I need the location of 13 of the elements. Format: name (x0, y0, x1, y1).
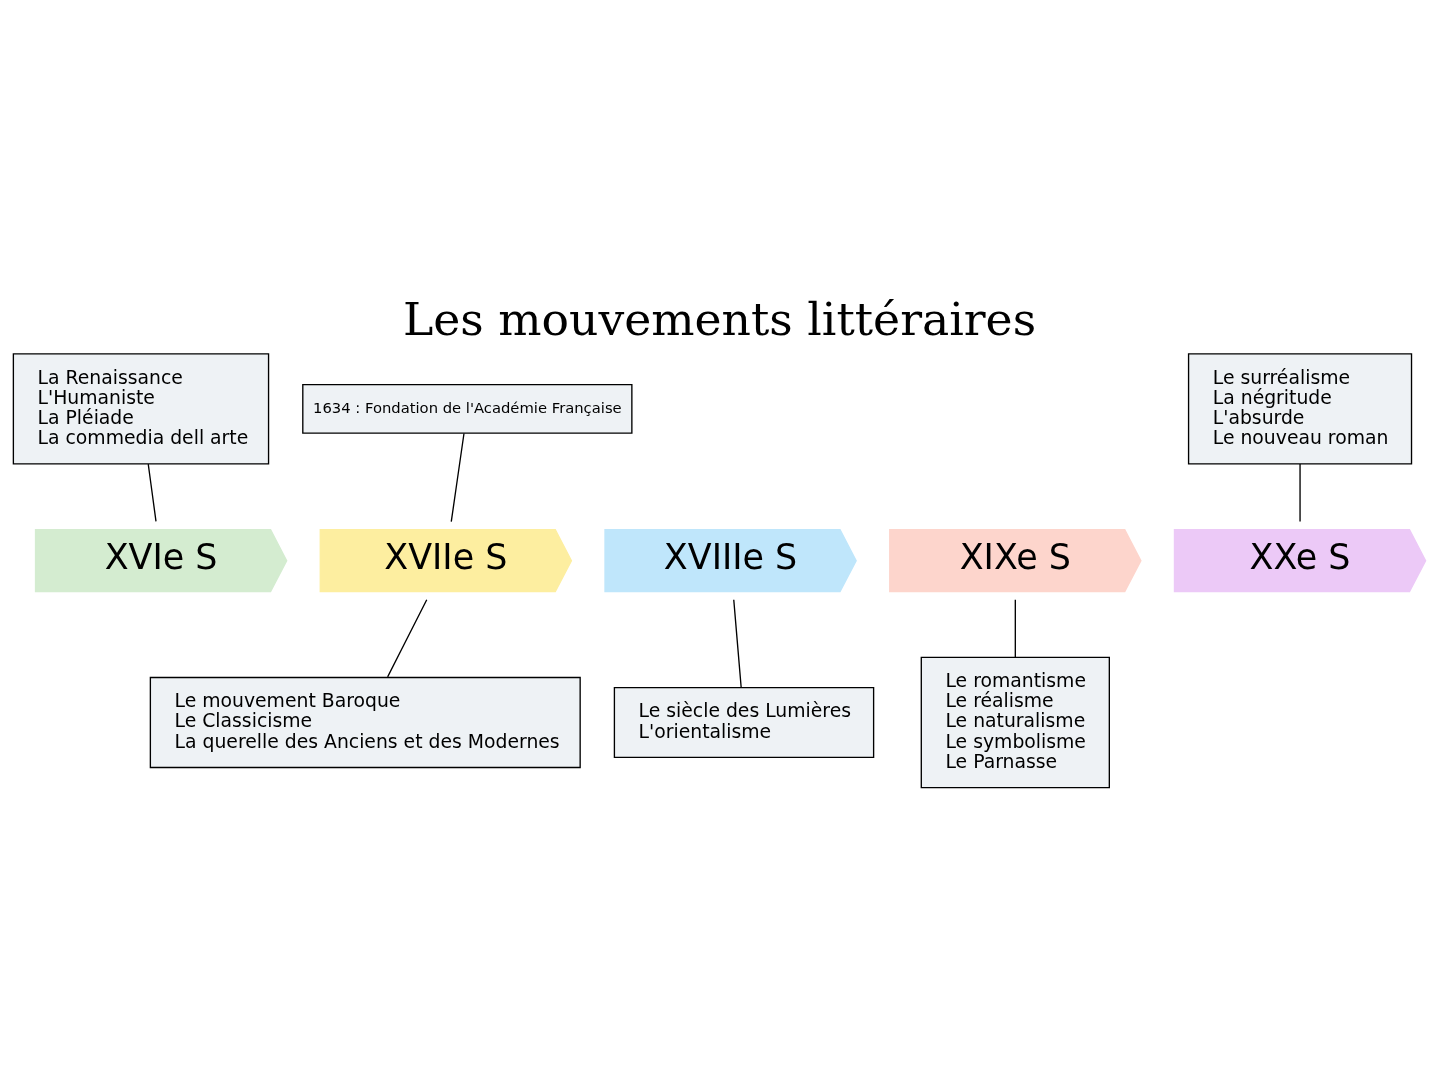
node-box: 1634 : Fondation de l'Académie Française (302, 383, 633, 434)
connector (733, 598, 742, 688)
node-box: La Renaissance L'Humaniste La Pléiade La commedia dell arte (12, 352, 270, 465)
node-box: Le romantisme Le réalisme Le naturalisme Le symbolisme Le Parnasse (920, 656, 1110, 788)
node-box: Le surréalisme La négritude L'absurde Le nouveau roman (1187, 352, 1413, 465)
connector (147, 462, 157, 522)
connector (1014, 598, 1016, 658)
diagram-title: Les mouvements littéraires (402, 292, 1037, 346)
node-box: Le mouvement Baroque Le Classicisme La querelle des Anciens et des Modernes (149, 676, 581, 768)
connector (386, 598, 428, 678)
connector (1299, 462, 1301, 522)
node-box: Le siècle des Lumières L'orientalisme (613, 686, 875, 758)
connector (450, 432, 465, 522)
